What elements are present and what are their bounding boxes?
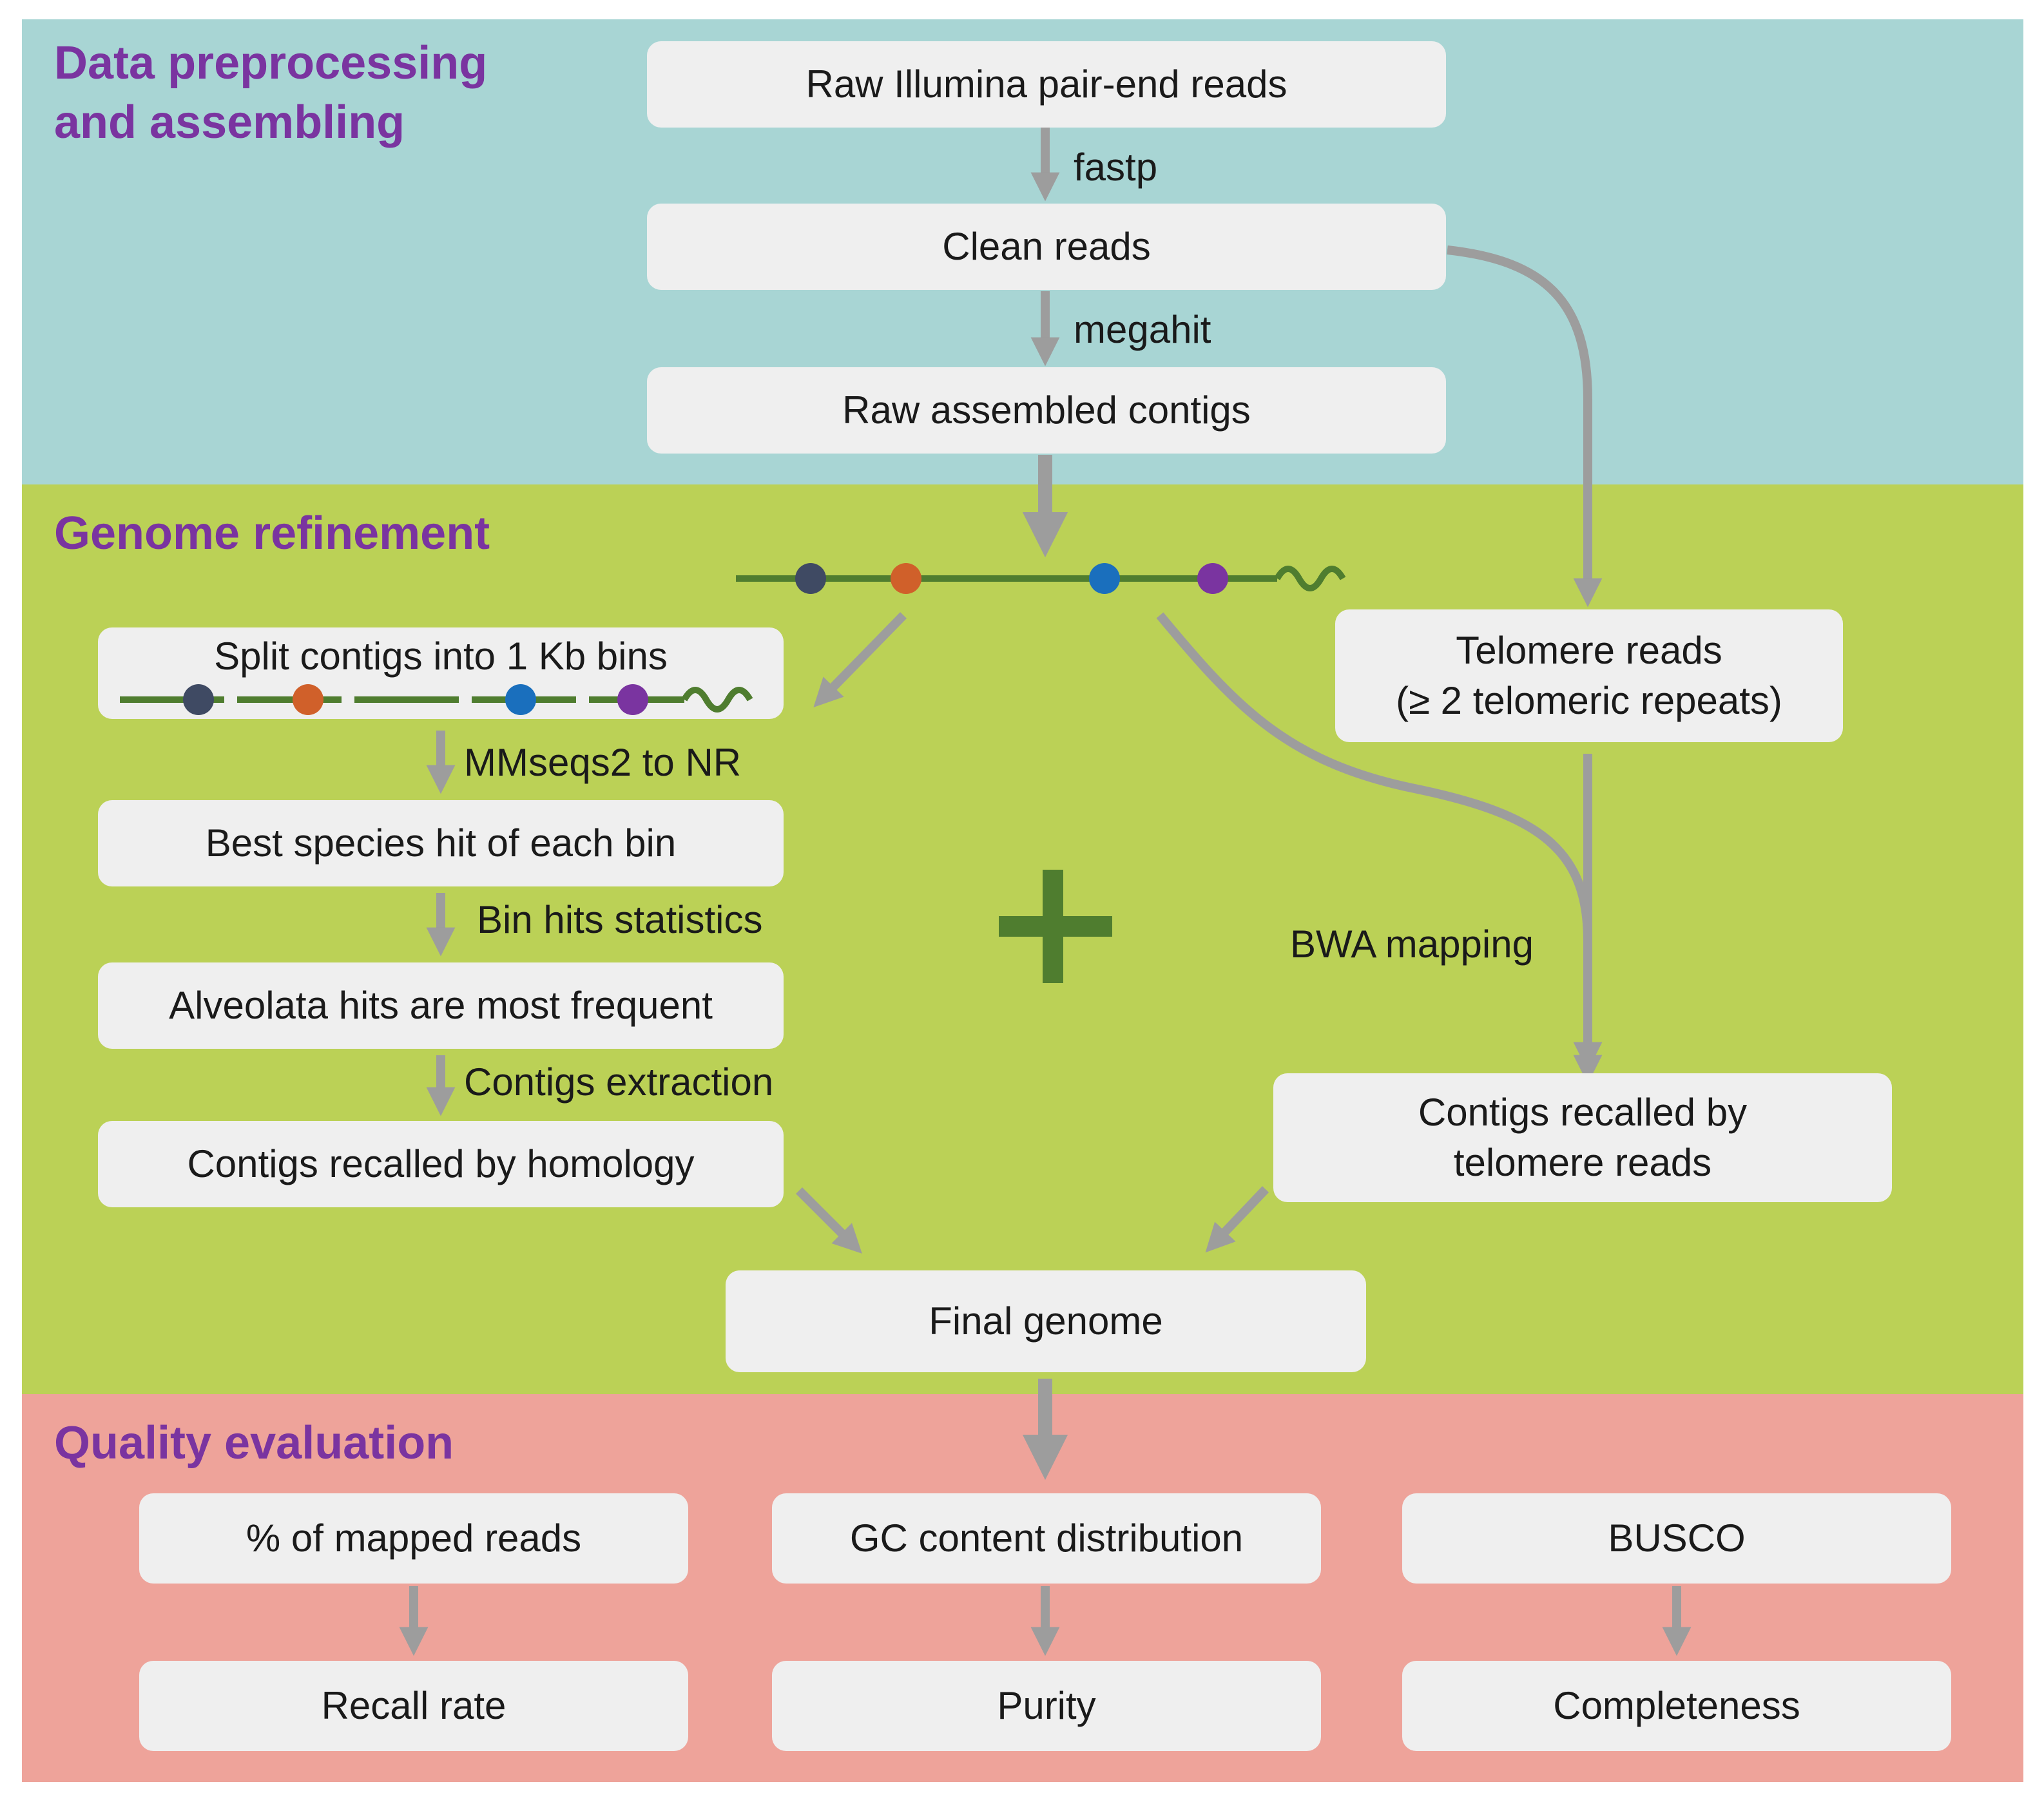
preprocessing-title: Data preprocessing and assembling xyxy=(54,34,487,152)
sequence-marker-4 xyxy=(1197,563,1228,594)
preprocessing-title-line2: and assembling xyxy=(54,97,405,148)
arrow-homology-to-final xyxy=(796,1187,862,1254)
arrow-telomere-to-final xyxy=(1205,1186,1269,1253)
bin-marker-4 xyxy=(617,684,648,715)
best-hit-box: Best species hit of each bin xyxy=(98,800,784,886)
completeness-box: Completeness xyxy=(1402,1661,1951,1751)
purity-box: Purity xyxy=(772,1661,1321,1751)
recalled-homology-box: Contigs recalled by homology xyxy=(98,1121,784,1207)
telomere-reads-box: Telomere reads (≥ 2 telomeric repeats) xyxy=(1335,609,1843,742)
refinement-title: Genome refinement xyxy=(54,508,490,559)
alveolata-box: Alveolata hits are most frequent xyxy=(98,962,784,1049)
recalled-telomere-box: Contigs recalled by telomere reads xyxy=(1273,1073,1892,1202)
bin-stats-label: Bin hits statistics xyxy=(477,898,763,941)
mapped-reads-box: % of mapped reads xyxy=(139,1493,688,1584)
bwa-mapping-label: BWA mapping xyxy=(1290,923,1534,966)
sequence-marker-3 xyxy=(1089,563,1120,594)
sequence-marker-2 xyxy=(891,563,921,594)
fastp-label: fastp xyxy=(1074,146,1158,189)
recalled-telomere-line1: Contigs recalled by xyxy=(1418,1091,1748,1134)
bin-marker-3 xyxy=(505,684,536,715)
gc-content-box: GC content distribution xyxy=(772,1493,1321,1584)
contig-sequence-icon xyxy=(736,563,1346,594)
bin-marker-1 xyxy=(183,684,214,715)
plus-icon xyxy=(999,870,1112,983)
preprocessing-title-line1: Data preprocessing xyxy=(54,37,488,89)
clean-reads-box: Clean reads xyxy=(647,204,1446,290)
megahit-label: megahit xyxy=(1074,308,1211,351)
arrow-bwa-mapping xyxy=(1156,612,1603,1071)
final-genome-box: Final genome xyxy=(726,1270,1366,1372)
arrow-to-split xyxy=(813,612,907,708)
split-bins-text: Split contigs into 1 Kb bins xyxy=(214,635,668,678)
telomere-reads-line2: (≥ 2 telomeric repeats) xyxy=(1396,679,1782,722)
split-bins-box: Split contigs into 1 Kb bins xyxy=(98,627,784,719)
quality-title: Quality evaluation xyxy=(54,1417,454,1469)
recall-rate-box: Recall rate xyxy=(139,1661,688,1751)
busco-box: BUSCO xyxy=(1402,1493,1951,1584)
binned-contig-icon xyxy=(120,684,753,715)
raw-reads-box: Raw Illumina pair-end reads xyxy=(647,41,1446,128)
mmseqs-label: MMseqs2 to NR xyxy=(464,741,742,784)
bin-marker-2 xyxy=(293,684,323,715)
sequence-marker-1 xyxy=(795,563,826,594)
arrow-clean-to-telomere xyxy=(1447,245,1603,608)
telomere-reads-line1: Telomere reads xyxy=(1456,629,1722,672)
recalled-telomere-line2: telomere reads xyxy=(1453,1141,1712,1184)
contigs-extraction-label: Contigs extraction xyxy=(464,1060,774,1104)
raw-contigs-box: Raw assembled contigs xyxy=(647,367,1446,454)
